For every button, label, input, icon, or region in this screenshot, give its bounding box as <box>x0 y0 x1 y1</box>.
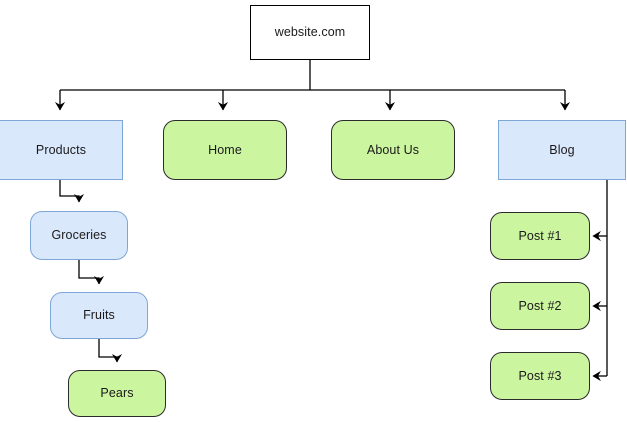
node-about-us-label: About Us <box>366 142 420 157</box>
node-post-1[interactable]: Post #1 <box>490 212 590 260</box>
edge-groceries-to-fruits <box>78 260 105 285</box>
node-products-label: Products <box>35 142 87 157</box>
node-blog[interactable]: Blog <box>498 120 626 180</box>
node-fruits[interactable]: Fruits <box>50 292 148 339</box>
node-post-2-label: Post #2 <box>518 298 562 313</box>
node-post-2[interactable]: Post #2 <box>490 282 590 330</box>
node-groceries-label: Groceries <box>51 228 107 242</box>
edge-products-to-groceries <box>59 180 85 203</box>
node-pears-label: Pears <box>100 386 134 400</box>
node-post-3[interactable]: Post #3 <box>490 352 590 400</box>
node-pears[interactable]: Pears <box>68 370 166 417</box>
node-blog-label: Blog <box>549 142 575 157</box>
node-groceries[interactable]: Groceries <box>30 211 128 260</box>
node-post-3-label: Post #3 <box>518 368 562 383</box>
node-home-label: Home <box>208 142 242 157</box>
node-about-us[interactable]: About Us <box>331 120 455 180</box>
node-root-label: website.com <box>274 25 346 39</box>
node-home[interactable]: Home <box>163 120 287 180</box>
node-fruits-label: Fruits <box>83 308 115 322</box>
node-products[interactable]: Products <box>0 120 123 180</box>
edge-fruits-to-pears <box>98 339 123 363</box>
node-post-1-label: Post #1 <box>518 228 562 243</box>
node-root[interactable]: website.com <box>250 5 370 60</box>
